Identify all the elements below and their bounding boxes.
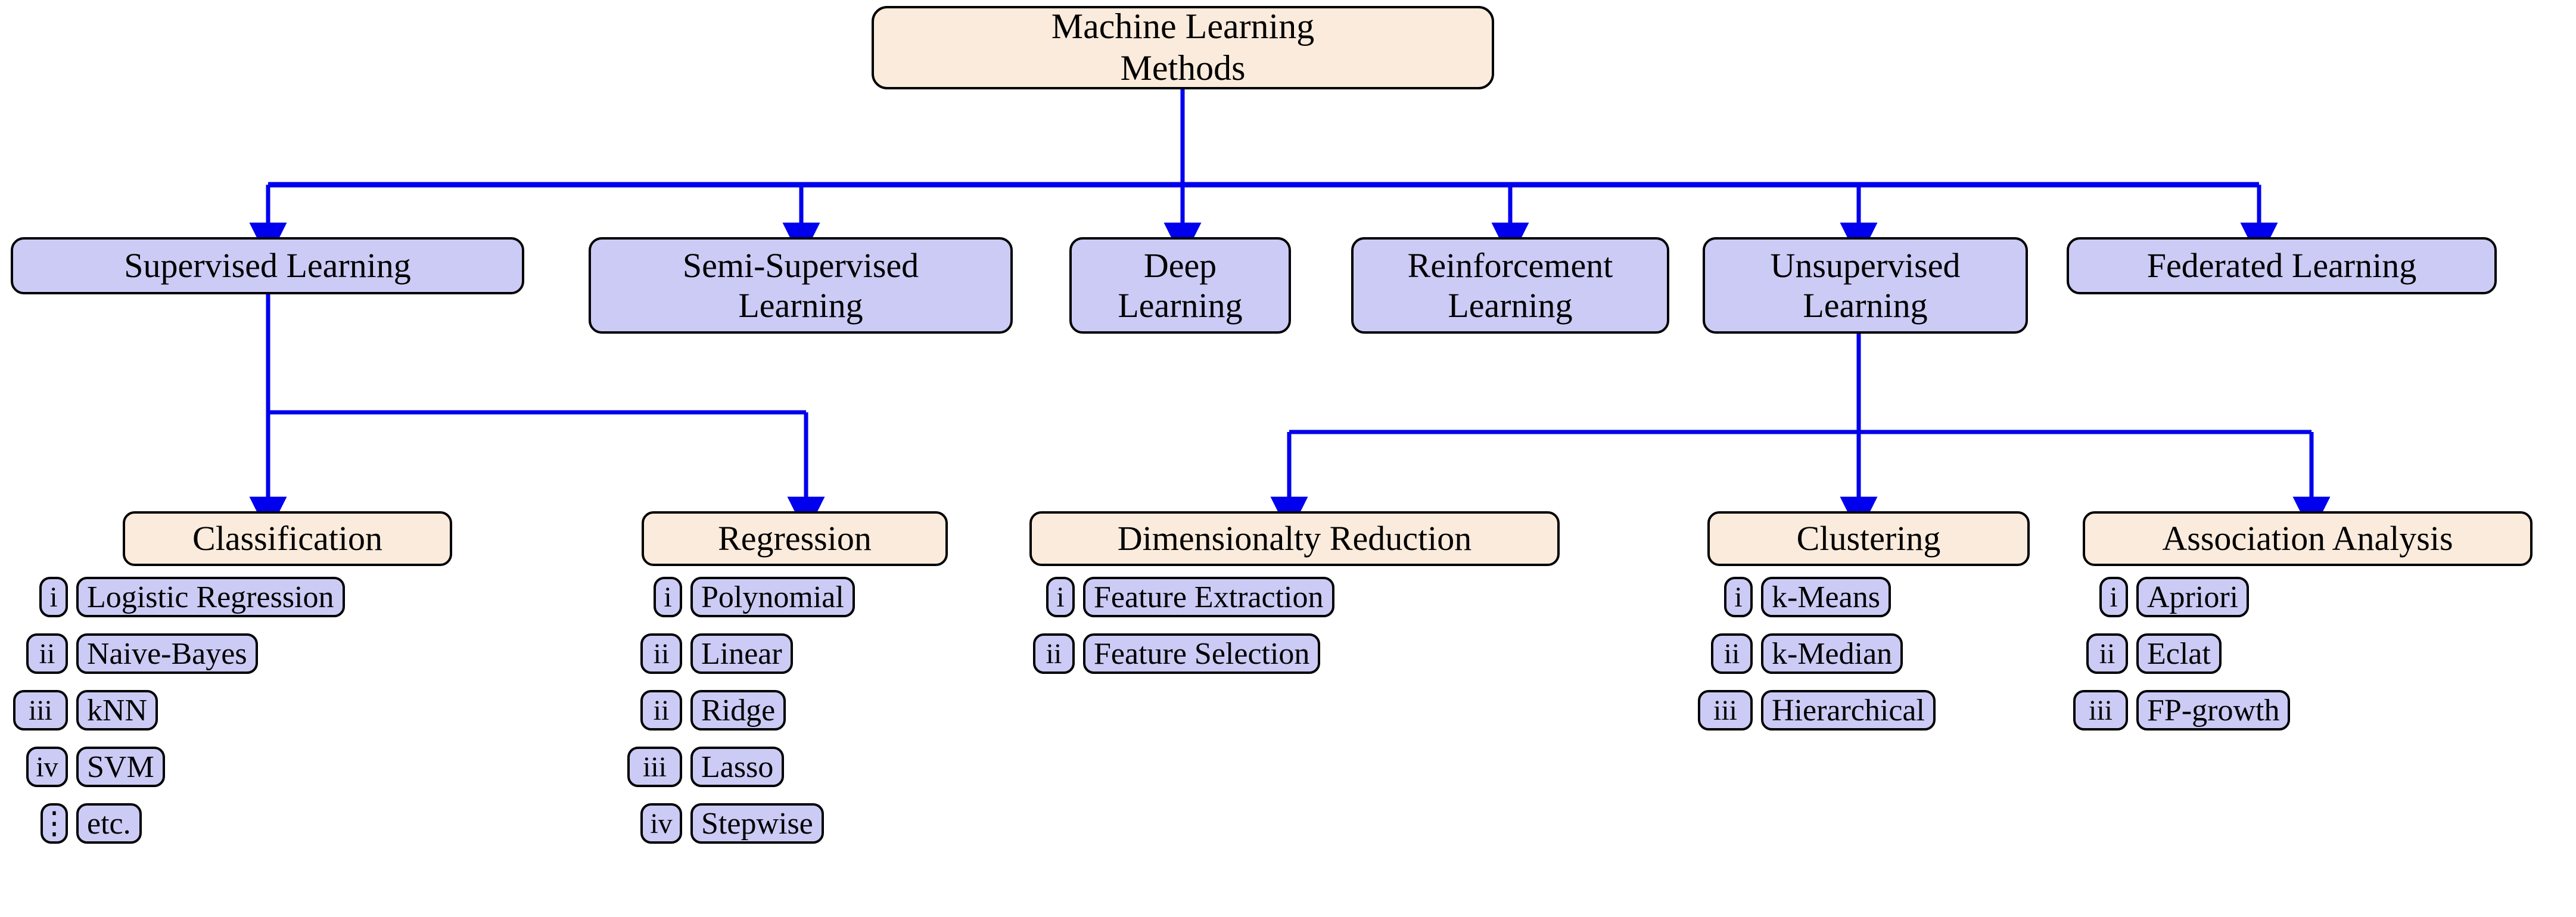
item-marker-badge: ii: [640, 690, 682, 731]
category-regression[interactable]: Regression: [642, 511, 948, 566]
item-marker-badge: ii: [640, 633, 682, 674]
list-item: ⋮etc.: [13, 803, 142, 844]
category-clustering[interactable]: Clustering: [1707, 511, 2030, 566]
item-marker-badge: iii: [627, 747, 682, 787]
item-marker-badge: i: [2099, 577, 2128, 617]
item-marker-badge: ii: [2086, 633, 2128, 674]
item-marker-badge: ii: [1711, 633, 1753, 674]
item-label-pill[interactable]: etc.: [76, 803, 142, 844]
item-label-pill[interactable]: Stepwise: [690, 803, 824, 844]
node-supervised[interactable]: Supervised Learning: [11, 237, 524, 294]
node-deep[interactable]: Deep Learning: [1069, 237, 1291, 334]
item-label-pill[interactable]: Polynomial: [690, 577, 855, 617]
item-marker-badge: i: [654, 577, 682, 617]
item-marker-badge: iii: [2073, 690, 2128, 731]
item-marker-badge: ii: [1033, 633, 1075, 674]
node-reinforcement[interactable]: Reinforcement Learning: [1351, 237, 1669, 334]
item-label-pill[interactable]: Feature Extraction: [1083, 577, 1334, 617]
item-marker-badge: i: [1724, 577, 1753, 617]
item-label-pill[interactable]: Lasso: [690, 747, 785, 787]
item-marker-badge: ii: [26, 633, 68, 674]
item-label-pill[interactable]: FP-growth: [2136, 690, 2291, 731]
item-marker-badge: i: [39, 577, 68, 617]
item-marker-badge: i: [1046, 577, 1075, 617]
item-marker-badge: ⋮: [39, 803, 70, 844]
item-label-pill[interactable]: Feature Selection: [1083, 633, 1321, 674]
item-marker-badge: iv: [26, 747, 68, 787]
item-marker-badge: iii: [1698, 690, 1753, 731]
item-label-pill[interactable]: Naive-Bayes: [76, 633, 258, 674]
category-association-analysis[interactable]: Association Analysis: [2083, 511, 2533, 566]
item-label-pill[interactable]: kNN: [76, 690, 158, 731]
category-classification[interactable]: Classification: [123, 511, 452, 566]
item-label-pill[interactable]: Apriori: [2136, 577, 2250, 617]
node-federated[interactable]: Federated Learning: [2067, 237, 2497, 294]
node-semi-supervised[interactable]: Semi-Supervised Learning: [589, 237, 1013, 334]
item-label-pill[interactable]: Hierarchical: [1761, 690, 1936, 731]
item-marker-badge: iii: [13, 690, 68, 731]
item-label-pill[interactable]: Logistic Regression: [76, 577, 345, 617]
item-marker-badge: iv: [640, 803, 682, 844]
category-dimensionality-reduction[interactable]: Dimensionalty Reduction: [1029, 511, 1560, 566]
item-label-pill[interactable]: Linear: [690, 633, 793, 674]
node-machine-learning-methods[interactable]: Machine Learning Methods: [872, 6, 1494, 89]
item-label-pill[interactable]: Ridge: [690, 690, 786, 731]
item-label-pill[interactable]: SVM: [76, 747, 165, 787]
item-label-pill[interactable]: k-Means: [1761, 577, 1891, 617]
item-label-pill[interactable]: k-Median: [1761, 633, 1903, 674]
node-unsupervised[interactable]: Unsupervised Learning: [1703, 237, 2028, 334]
item-label-pill[interactable]: Eclat: [2136, 633, 2222, 674]
